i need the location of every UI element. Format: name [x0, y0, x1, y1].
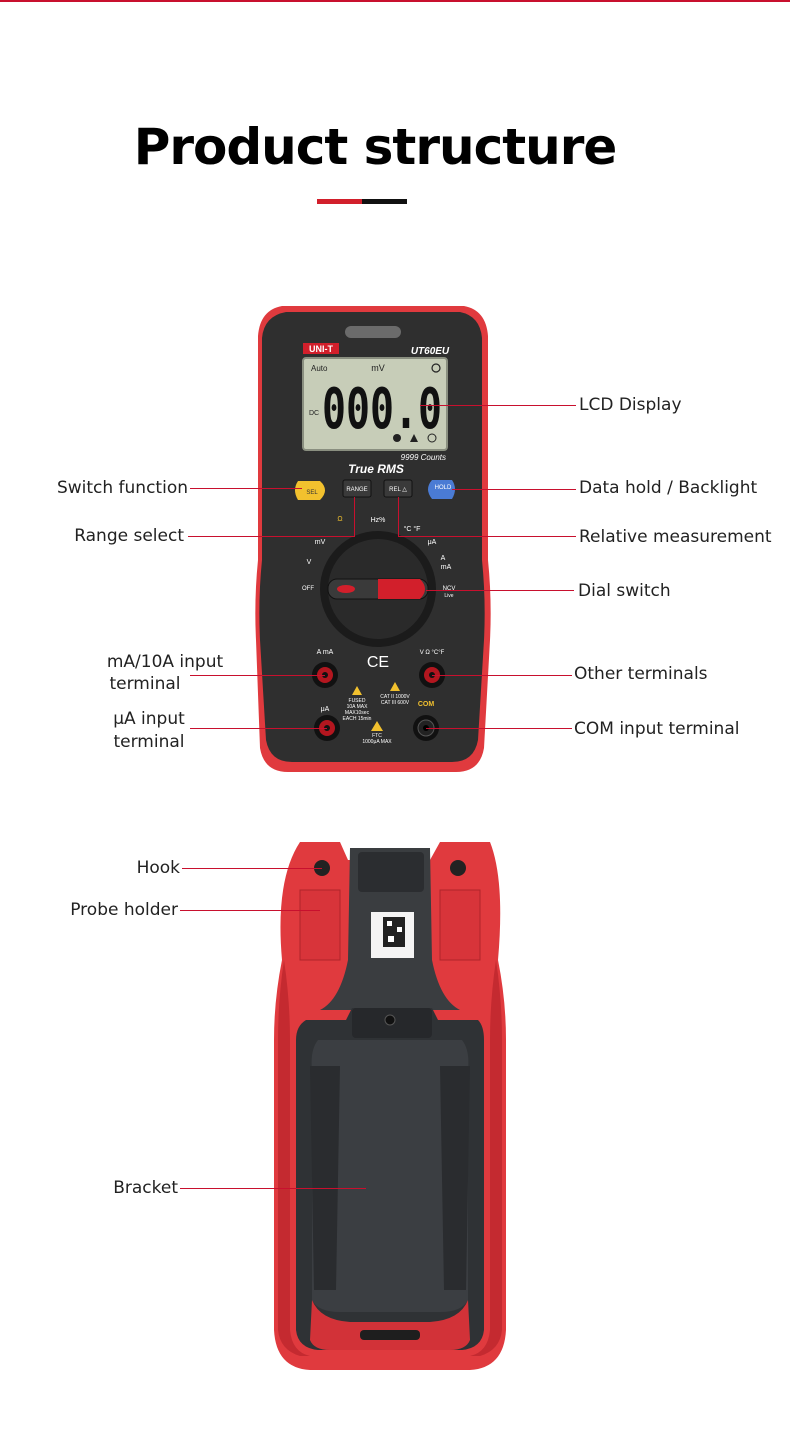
dial-mark-off: OFF [302, 586, 314, 592]
hold-button-label: HOLD [435, 485, 452, 491]
hook-right [450, 860, 466, 876]
fused-text: FUSED [349, 698, 366, 704]
top-rule [0, 0, 790, 2]
max10-text: MAX10sec [345, 710, 370, 716]
leader-other [432, 675, 572, 676]
leader-range [188, 536, 354, 537]
hold-button[interactable] [428, 480, 455, 499]
select-button[interactable] [295, 481, 325, 500]
label-ua-input-2: terminal [113, 732, 185, 752]
each-text: EACH 15min [343, 716, 372, 722]
dial-mark-ua: μA [428, 539, 437, 546]
counts-text: 9999 Counts [401, 453, 446, 462]
label-com-terminal: COM input terminal [574, 719, 740, 739]
ten-a-text: 10A MAX [347, 704, 369, 710]
model-text: UT60EU [411, 346, 450, 357]
page-title: Product structure [133, 118, 618, 176]
select-button-label: SEL [306, 490, 318, 496]
leader-switch [190, 488, 302, 489]
dial-mark-ma: mA [441, 564, 452, 571]
dial-mark-v: V [307, 559, 312, 566]
dial-mark-temp: °C °F [404, 525, 421, 533]
leader-bracket [180, 1188, 366, 1189]
ua-warning-icon [371, 721, 383, 731]
title-accent [317, 199, 407, 204]
lcd-unit: mV [371, 363, 385, 373]
label-bracket: Bracket [113, 1178, 178, 1198]
hook-left [314, 860, 330, 876]
terminal-label-ua: μA [321, 706, 330, 713]
label-switch-function: Switch function [56, 478, 188, 498]
warning-icon [410, 434, 418, 442]
lcd-mode: DC [309, 410, 319, 417]
ftc-text: FTC [372, 733, 382, 739]
terminal-label-com: COM [418, 701, 435, 708]
lcd-reading: 000.0 [322, 377, 442, 442]
dial-mark-ncv: NCV [443, 586, 456, 592]
label-ma-input-1: mA/10A input [106, 652, 224, 672]
dial-mark-ohm: Ω [337, 516, 342, 523]
rel-button-label: REL △ [389, 487, 407, 493]
probe-holder [299, 889, 341, 961]
label-ma-input-2: terminal [109, 674, 181, 694]
cat2-text: CAT III 600V [381, 700, 410, 706]
brand-badge [303, 343, 339, 354]
lcd-screen [302, 357, 448, 451]
leader-relative [398, 536, 576, 537]
leader-hook [182, 868, 322, 869]
leader-hold [452, 489, 576, 490]
auto-power-icon [431, 363, 441, 373]
label-ua-input-1: μA input [113, 709, 185, 729]
cat1-text: CAT II 1000V [380, 694, 410, 700]
label-dial-switch: Dial switch [578, 581, 671, 601]
leader-ua [190, 728, 327, 729]
dial-mark-mv: mV [315, 539, 326, 546]
fuse-warning-icon [352, 686, 362, 695]
label-lcd-display: LCD Display [579, 395, 682, 415]
lcd-indicator-icon [393, 434, 401, 442]
ua-max-text: 1000μA MAX [362, 739, 392, 745]
leader-ma [190, 675, 325, 676]
dial-mark-hz: Hz% [371, 517, 386, 524]
range-button[interactable] [342, 479, 372, 498]
cat-warning-icon [390, 682, 400, 691]
label-range-select: Range select [74, 526, 184, 546]
label-relative: Relative measurement [579, 527, 772, 547]
dial-mark-a: A [441, 555, 446, 562]
label-hook: Hook [136, 858, 180, 878]
dial-mark-live: Live [444, 593, 453, 599]
label-data-hold: Data hold / Backlight [579, 478, 758, 498]
ce-mark: CE [367, 654, 389, 671]
leader-dial [426, 590, 574, 591]
leader-lcd [420, 405, 576, 406]
brand-text: UNI-T [309, 344, 333, 354]
range-button-label: RANGE [346, 487, 367, 493]
terminal-label-ama: A mA [317, 649, 334, 656]
terminal-label-vohm: V Ω °C°F [420, 650, 445, 656]
label-other-terminals: Other terminals [574, 664, 708, 684]
v-indicator-icon [427, 433, 437, 443]
lcd-auto: Auto [311, 364, 328, 373]
leader-probe [180, 910, 320, 911]
true-rms-text: True RMS [348, 462, 404, 476]
dial-pointer [378, 579, 425, 599]
label-probe-holder: Probe holder [70, 900, 178, 920]
leader-com [426, 728, 572, 729]
